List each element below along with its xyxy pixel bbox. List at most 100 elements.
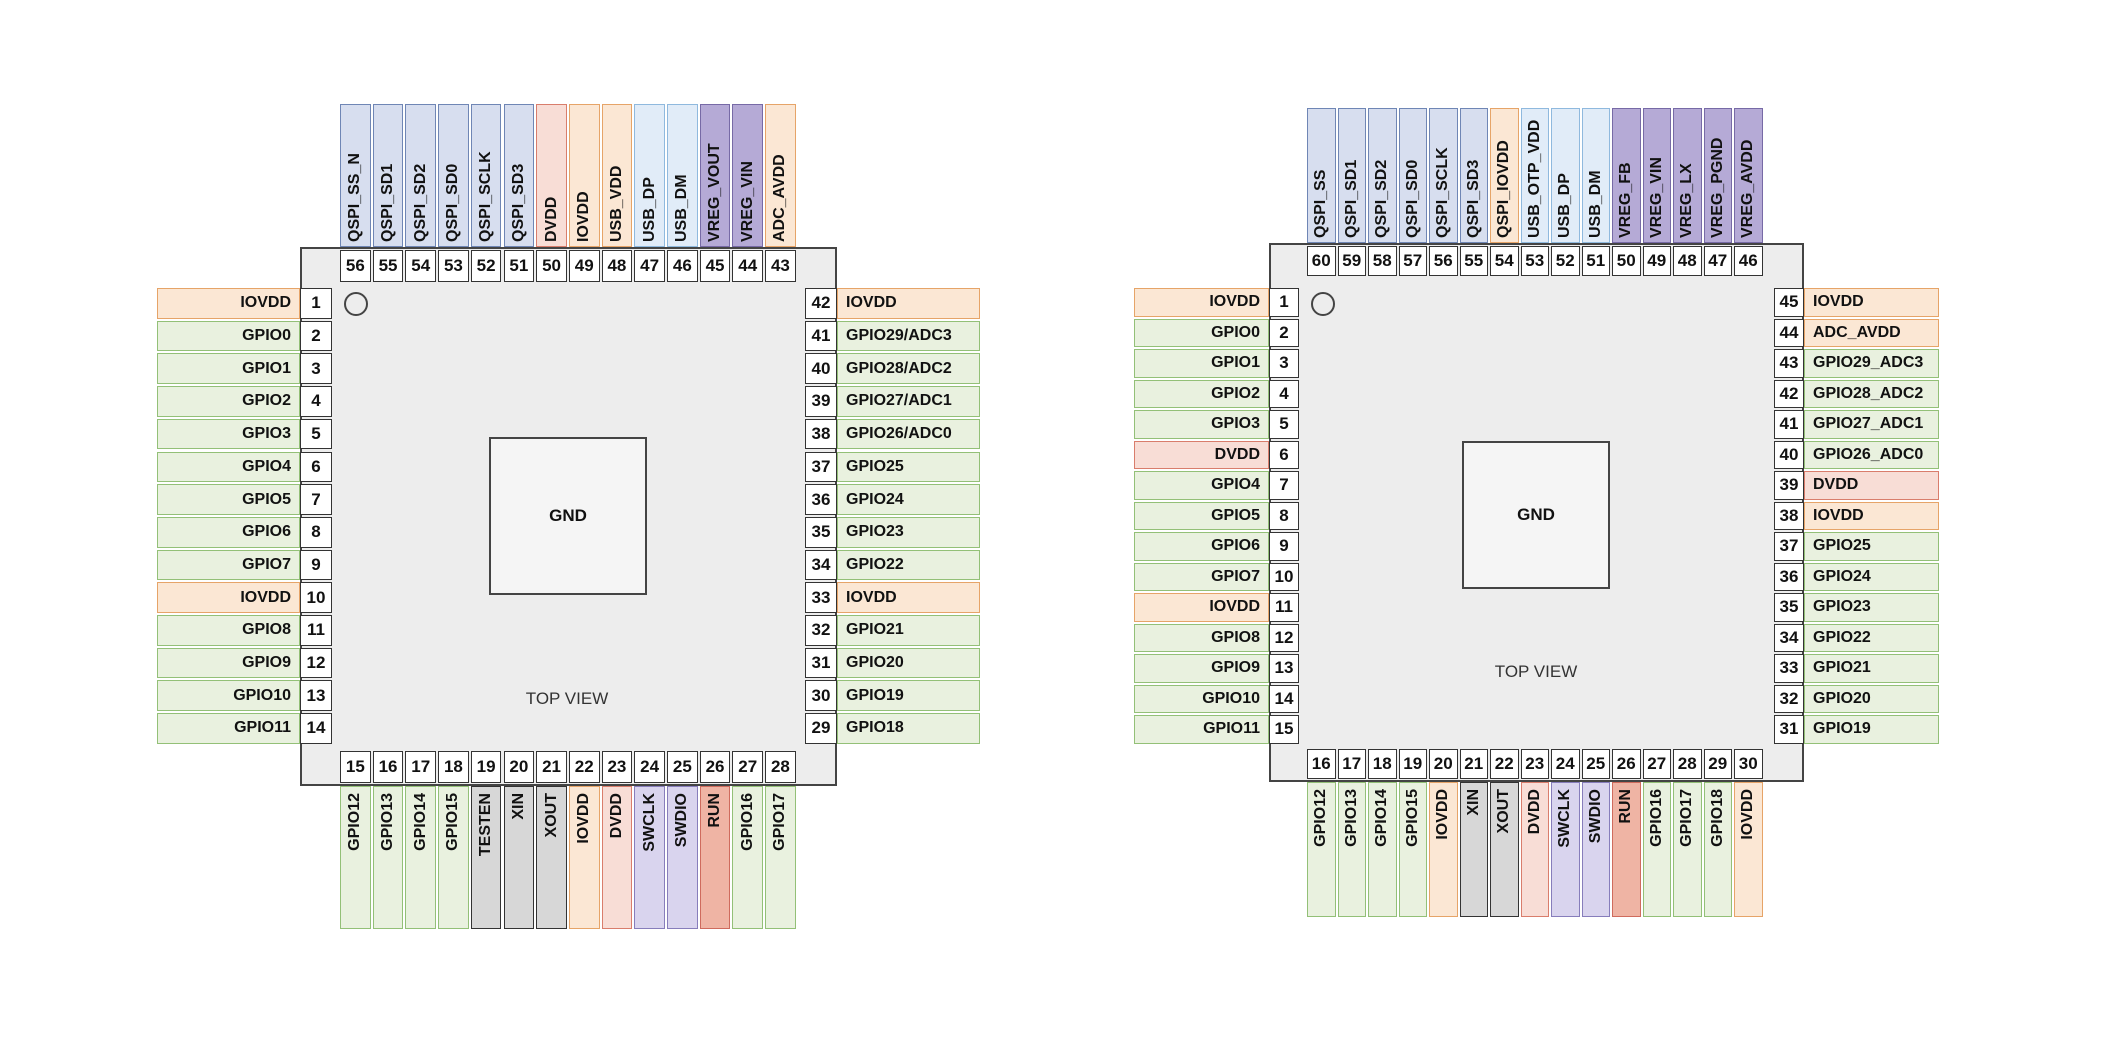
pin-label-power: IOVDD: [568, 104, 600, 247]
pin-label-gpio: GPIO9: [157, 647, 300, 679]
pin-number: 31: [1774, 715, 1804, 744]
pin-number: 27: [1642, 749, 1671, 779]
pin-label-gpio: GPIO21: [837, 615, 980, 646]
pin-number: 47: [634, 250, 665, 282]
pin-number: 13: [300, 680, 332, 712]
pin-label-gpio: GPIO29/ADC3: [837, 320, 980, 352]
pin-label-power: IOVDD: [568, 786, 600, 929]
pin-label-gpio: GPIO10: [1134, 684, 1269, 713]
pin-number: 29: [805, 713, 837, 744]
pin-name: XIN: [509, 793, 527, 820]
pin-name: VREG_LX: [1678, 163, 1696, 238]
pin-label-gpio: GPIO29_ADC3: [1804, 349, 1939, 378]
pin-number: 46: [667, 250, 698, 282]
pin-name: QSPI_SD0: [444, 163, 462, 242]
pin-label-usb: USB_OTP_VDD: [1520, 108, 1549, 243]
pin-number: 17: [405, 751, 437, 783]
pin-label-gpio: GPIO6: [157, 516, 300, 548]
pin-name: QSPI_SD3: [1464, 159, 1482, 238]
pin-label-gpio: GPIO15: [1398, 782, 1427, 917]
pin-name: DVDD: [1525, 789, 1543, 835]
pin-number: 51: [1581, 246, 1610, 276]
pin-label-gpio: GPIO7: [1134, 562, 1269, 591]
pin-label-power: IOVDD: [1734, 782, 1763, 917]
pin-number: 9: [1269, 532, 1299, 561]
pin-label-run: RUN: [1612, 782, 1641, 917]
pin-label-gpio: GPIO12: [340, 786, 371, 929]
pin-label-gpio: GPIO25: [1804, 532, 1939, 561]
pin-name: DVDD: [607, 793, 625, 839]
pin-number: 2: [1269, 318, 1299, 347]
pin-label-power: IOVDD: [157, 582, 300, 613]
pin-number: 43: [765, 250, 796, 282]
pin-number: 26: [1612, 749, 1641, 779]
pin-label-gpio: GPIO16: [732, 786, 764, 929]
pin-label-gpio: GPIO8: [1134, 623, 1269, 652]
pin-label-xtal: TESTEN: [470, 786, 502, 929]
pin-label-dvdd: DVDD: [1134, 440, 1269, 469]
pin-name: IOVDD: [1434, 789, 1452, 840]
pin-label-qspi: QSPI_SD0: [438, 104, 469, 247]
pin-label-gpio: GPIO11: [157, 713, 300, 744]
pin-number: 53: [1520, 246, 1549, 276]
pin-number: 38: [805, 418, 837, 450]
pin-name: QSPI_SD1: [379, 163, 397, 242]
pin-number: 44: [732, 250, 764, 282]
pin-name: SWDIO: [673, 793, 691, 848]
pin-label-gpio: GPIO17: [1673, 782, 1702, 917]
pin-name: IOVDD: [1739, 789, 1757, 840]
pin-number: 19: [470, 751, 502, 783]
pin-name: GPIO14: [411, 793, 429, 851]
pin-name: GPIO17: [771, 793, 789, 851]
pin-name: QSPI_SS_N: [346, 153, 364, 242]
top-view-label: TOP VIEW: [1494, 662, 1578, 681]
pin-number: 50: [536, 250, 567, 282]
pin-number: 36: [805, 484, 837, 515]
pin-name: USB_OTP_VDD: [1525, 119, 1543, 238]
pin-label-qspi: QSPI_SD2: [1368, 108, 1397, 243]
pin-label-qspi: QSPI_SS: [1307, 108, 1336, 243]
pin1-marker: [344, 292, 368, 316]
pin-number: 11: [300, 615, 332, 646]
pin-label-swd: SWCLK: [1551, 782, 1580, 917]
pin-number: 54: [1490, 246, 1519, 276]
pin-label-gpio: GPIO10: [157, 680, 300, 712]
pin-name: QSPI_IOVDD: [1495, 140, 1513, 238]
pin-number: 11: [1269, 593, 1299, 622]
pin-label-gpio: GPIO5: [157, 484, 300, 515]
pin-name: DVDD: [542, 196, 560, 242]
pin-name: QSPI_SD1: [1342, 159, 1360, 238]
pin-label-vreg: VREG_LX: [1673, 108, 1702, 243]
pin-name: GPIO18: [1708, 789, 1726, 847]
pin-number: 7: [1269, 471, 1299, 500]
pin-label-gpio: GPIO6: [1134, 532, 1269, 561]
pin-label-xtal: XOUT: [1490, 782, 1519, 917]
pin-number: 6: [300, 451, 332, 483]
pin-label-gpio: GPIO18: [1703, 782, 1732, 917]
pin-number: 12: [300, 647, 332, 679]
pin-number: 49: [568, 250, 600, 282]
pin-number: 34: [1774, 623, 1804, 652]
pin-label-swd: SWDIO: [667, 786, 698, 929]
pin-number: 50: [1612, 246, 1641, 276]
pin-label-usb: USB_DP: [634, 104, 665, 247]
pin-name: QSPI_SD2: [411, 163, 429, 242]
pin-number: 27: [732, 751, 764, 783]
pin-label-gpio: GPIO22: [1804, 623, 1939, 652]
pin-number: 48: [601, 250, 633, 282]
pin-name: GPIO15: [1403, 789, 1421, 847]
pin-name: USB_DP: [1556, 173, 1574, 238]
pin-label-qspi: QSPI_SS_N: [340, 104, 371, 247]
pin-label-power: IOVDD: [1804, 288, 1939, 317]
pin-label-gpio: GPIO4: [1134, 471, 1269, 500]
pin-label-gpio: GPIO9: [1134, 654, 1269, 683]
pin-name: USB_VDD: [607, 165, 625, 242]
pin-number: 21: [1459, 749, 1488, 779]
pin-label-power: QSPI_IOVDD: [1490, 108, 1519, 243]
pin-number: 4: [1269, 379, 1299, 408]
pin-label-qspi: QSPI_SD1: [1337, 108, 1366, 243]
pin-label-qspi: QSPI_SD3: [503, 104, 535, 247]
pin-number: 30: [1734, 749, 1763, 779]
pin-name: ADC_AVDD: [771, 154, 789, 242]
pin-number: 29: [1703, 749, 1732, 779]
